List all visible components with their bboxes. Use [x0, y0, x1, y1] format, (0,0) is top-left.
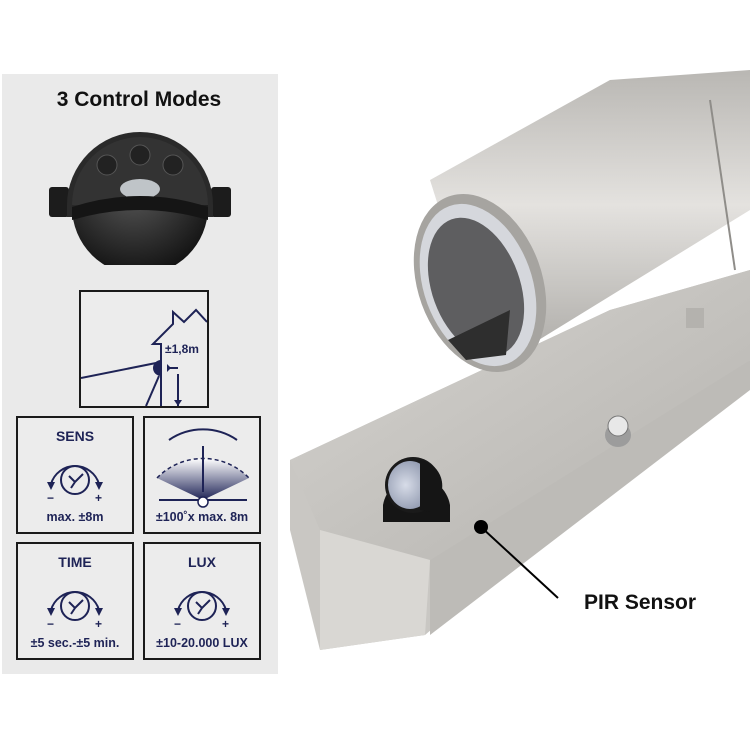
wall-light-image: [290, 70, 750, 650]
mode-title: SENS: [55, 428, 95, 444]
mode-time: TIME − + ±5 sec.-±5 min.: [16, 542, 134, 660]
sensor-head-image: [49, 132, 231, 265]
mode-value: max. ±8m: [46, 510, 104, 524]
mode-lux: LUX − + ±10-20.000 LUX: [143, 542, 261, 660]
svg-text:+: +: [95, 491, 102, 504]
dial-icon: − +: [47, 591, 103, 630]
panel-title: 3 Control Modes: [56, 88, 222, 111]
mode-value: ±5 sec.-±5 min.: [30, 636, 120, 650]
detection-fan-icon: [156, 428, 250, 508]
mounting-height-label: ±1,8m: [165, 342, 199, 356]
dial-icon: − +: [174, 591, 230, 630]
mode-title: LUX: [188, 554, 216, 570]
svg-text:−: −: [47, 617, 54, 630]
svg-text:−: −: [47, 491, 54, 504]
mode-title: TIME: [58, 554, 92, 570]
mode-value: ±100˚x max. 8m: [155, 510, 249, 524]
mode-value: ±10-20.000 LUX: [156, 636, 248, 650]
mounting-height-diagram: ±1,8m: [79, 290, 209, 408]
pir-sensor-callout: PIR Sensor: [584, 591, 697, 614]
dial-icon: − +: [47, 465, 103, 504]
mode-detection-angle: ±100˚x max. 8m: [143, 416, 261, 534]
mode-sens: SENS − + max. ±8m: [16, 416, 134, 534]
svg-text:+: +: [95, 617, 102, 630]
house-icon: [80, 308, 208, 407]
svg-text:−: −: [174, 617, 181, 630]
svg-text:+: +: [222, 617, 229, 630]
